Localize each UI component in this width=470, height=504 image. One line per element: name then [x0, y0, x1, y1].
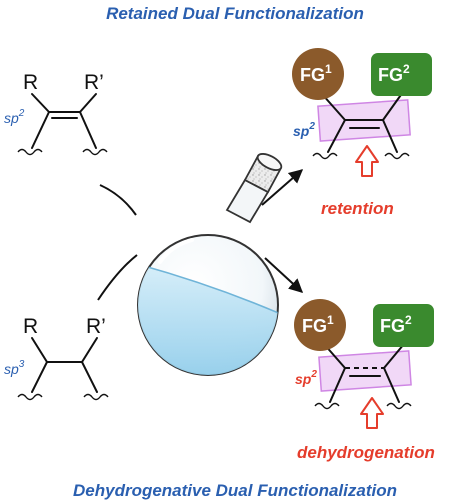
reaction-arrow-icon: [264, 257, 304, 293]
hybridization-label-sp3: sp3: [4, 359, 25, 377]
bond-highlight: [318, 350, 412, 392]
hybridization-label-sp2: sp2: [295, 369, 317, 387]
note-retention: retention: [321, 199, 394, 218]
substrate-alkane: R R’ sp3: [4, 315, 109, 401]
hybridization-label-sp2: sp2: [293, 121, 315, 139]
title-retained: Retained Dual Functionalization: [106, 4, 364, 23]
hybridization-label-sp2: sp2: [4, 108, 25, 126]
round-bottom-flask-icon: [137, 153, 283, 376]
title-dehydrogenative: Dehydrogenative Dual Functionalization: [73, 481, 397, 500]
fg1-circle: [292, 48, 344, 100]
substrate-connector-top: [99, 184, 137, 216]
fg1-circle: [294, 299, 346, 351]
fg1-label: FG1: [302, 313, 334, 336]
fg2-box: [373, 304, 434, 347]
fg2-label: FG2: [380, 313, 412, 336]
fg1-label: FG1: [300, 62, 332, 85]
substituent-r-prime: R’: [84, 71, 104, 94]
note-dehydrogenation: dehydrogenation: [297, 443, 435, 462]
substrate-connector-bottom: [97, 254, 138, 301]
hollow-arrow-icon: [360, 397, 384, 429]
fg2-box: [371, 53, 432, 96]
product-dehydrogenation: FG1 FG2 sp2 dehydrogenation: [294, 299, 435, 462]
reaction-arrow-icon: [261, 169, 304, 206]
substrate-alkene: R R’ sp2: [4, 71, 108, 156]
fg2-label: FG2: [378, 62, 410, 85]
substituent-r-prime: R’: [86, 315, 106, 338]
substituent-r: R: [23, 315, 38, 338]
substituent-r: R: [23, 71, 38, 94]
hollow-arrow-icon: [355, 145, 379, 177]
product-retention: FG1 FG2 sp2 retention: [292, 48, 432, 218]
